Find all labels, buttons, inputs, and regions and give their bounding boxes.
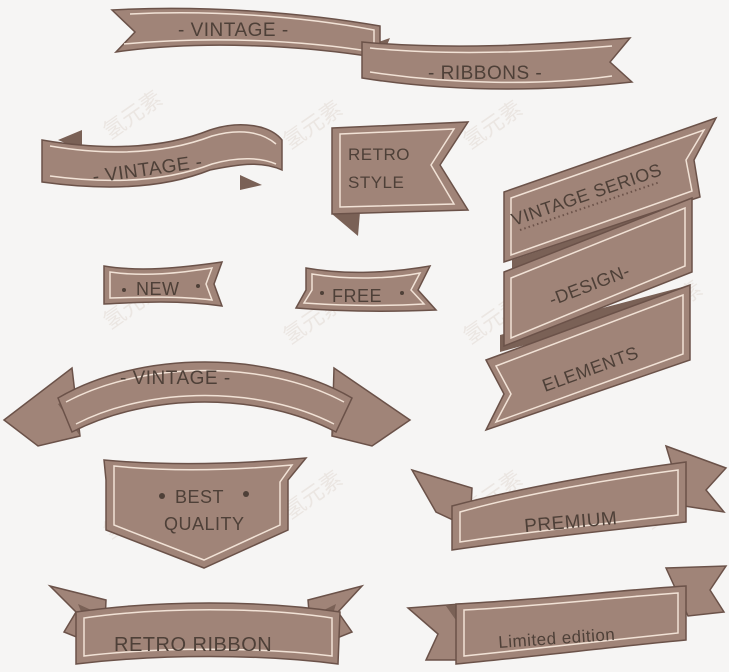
ribbon-free: FREE xyxy=(294,265,438,313)
ribbon-vintage-serios-stack: VINTAGE SERIOS -DESIGN- ELEMENTS xyxy=(484,116,718,432)
ribbon-limited-edition: Limited edition xyxy=(406,565,728,665)
ribbon-stitch xyxy=(463,592,679,657)
ribbon-lower-band xyxy=(361,37,634,90)
ribbon-stitch xyxy=(65,369,345,425)
ribbon-stitch xyxy=(459,469,679,543)
decorative-dot xyxy=(320,291,324,295)
ribbon-left-tail xyxy=(406,603,461,661)
ribbon-band xyxy=(75,602,341,665)
ribbon-tier-bottom-stitch xyxy=(494,293,684,424)
ribbon-flag-stitch xyxy=(339,128,456,208)
ribbon-tier-top-stitch xyxy=(510,128,706,257)
ribbon-vintage-wavy: - VINTAGE - xyxy=(41,124,283,190)
ribbon-vintage-ribbons: - VINTAGE - - RIBBONS - xyxy=(110,7,634,90)
ribbon-text-line2: STYLE xyxy=(348,173,404,192)
ribbon-band xyxy=(455,585,687,665)
shield-stitch xyxy=(113,464,294,561)
ribbon-band xyxy=(57,361,353,434)
shield-text-line2: QUALITY xyxy=(164,514,245,534)
ribbon-retro-style-flag: RETRO STYLE xyxy=(331,121,470,236)
ribbon-band xyxy=(41,124,283,188)
decorative-dot xyxy=(400,291,404,295)
watermark-text: 氢元素 xyxy=(459,97,527,155)
ribbon-stitch xyxy=(109,267,214,301)
ribbon-text: - VINTAGE - xyxy=(120,368,231,389)
ribbon-best-quality-shield: BEST QUALITY xyxy=(103,457,308,569)
ribbon-text-ribbons: - RIBBONS - xyxy=(428,63,542,84)
watermark-text: 氢元素 xyxy=(99,87,167,145)
ribbon-vintage-arched: - VINTAGE - xyxy=(2,361,412,447)
decorative-dot xyxy=(159,493,165,499)
ribbon-band xyxy=(294,265,438,313)
decorative-dot xyxy=(196,284,200,288)
ribbon-fold-shadow xyxy=(332,212,360,236)
shield-body xyxy=(103,457,308,569)
ribbon-premium: PREMIUM xyxy=(410,444,728,551)
ribbon-text: FREE xyxy=(332,286,382,306)
ribbon-text: RETRO RIBBON xyxy=(114,634,272,656)
ribbon-text-line1: RETRO xyxy=(348,145,410,164)
ribbon-stitch xyxy=(83,609,333,657)
ribbon-text-vintage: - VINTAGE - xyxy=(178,20,289,41)
ribbon-fold-shadow xyxy=(58,130,262,190)
decorative-dot xyxy=(243,491,249,497)
decorative-dot xyxy=(122,288,126,292)
ribbon-retro-ribbon: RETRO RIBBON xyxy=(47,584,365,665)
shield-text-line1: BEST xyxy=(175,487,224,507)
ribbon-flag-body xyxy=(331,121,470,215)
ribbon-new: NEW xyxy=(103,261,224,307)
ribbon-band xyxy=(103,261,224,307)
ribbon-tier-top xyxy=(503,116,718,264)
ribbon-text: NEW xyxy=(136,279,180,299)
ribbon-upper-stitch xyxy=(123,12,375,53)
ribbon-stitch xyxy=(302,271,426,307)
ribbon-lower-stitch xyxy=(369,45,613,84)
ribbon-tier-bottom xyxy=(484,283,691,432)
ribbon-band xyxy=(451,461,687,551)
ribbon-stitch xyxy=(49,131,277,182)
ribbon-tier-middle-stitch xyxy=(510,206,686,340)
ribbon-tier-middle xyxy=(503,196,693,348)
